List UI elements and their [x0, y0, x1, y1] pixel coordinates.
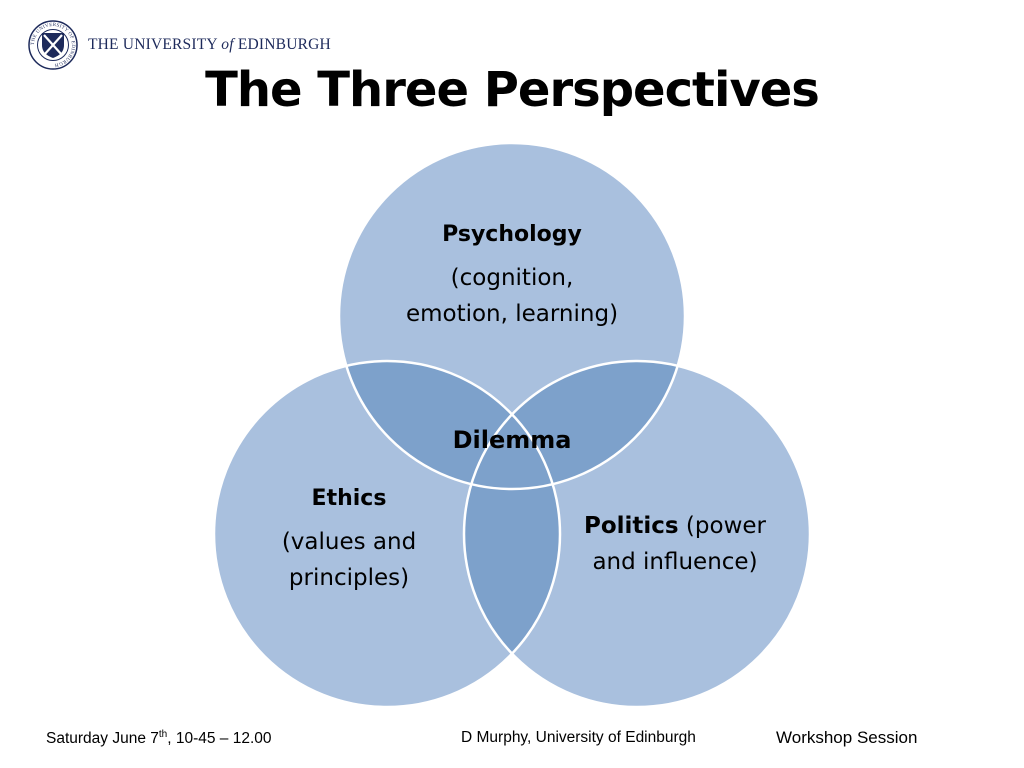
university-crest-icon: THE UNIVERSITY OF EDINBURGH: [28, 20, 78, 70]
ethics-description: (values and principles): [281, 529, 417, 591]
psychology-outline: [337, 141, 687, 491]
psychology-politics-overlap: [464, 361, 685, 489]
university-wordmark: THE UNIVERSITY of EDINBURGH: [88, 36, 331, 53]
psychology-ethics-overlap: [339, 361, 560, 489]
university-logo: THE UNIVERSITY OF EDINBURGH THE UNIVERSI…: [28, 20, 331, 70]
politics-heading: Politics: [583, 513, 679, 539]
politics-label: Politics (power and influence): [545, 509, 805, 580]
politics-description: and influence): [592, 548, 758, 575]
psychology-heading: Psychology: [442, 222, 582, 247]
psychology-label: Psychology (cognition, emotion, learning…: [362, 222, 662, 332]
psychology-description: (cognition, emotion, learning): [405, 265, 619, 327]
footer-date: Saturday June 7th, 10-45 – 12.00: [46, 729, 272, 748]
politics-outline: [462, 359, 812, 709]
center-label: Dilemma: [412, 426, 612, 454]
ethics-heading: Ethics: [311, 486, 387, 511]
ethics-label: Ethics (values and principles): [224, 486, 474, 596]
footer-session: Workshop Session: [776, 728, 918, 747]
dilemma-heading: Dilemma: [452, 426, 572, 454]
ethics-outline: [212, 359, 562, 709]
circle-outlines: [212, 141, 812, 709]
footer-author: D Murphy, University of Edinburgh: [461, 729, 696, 746]
slide-title: The Three Perspectives: [205, 62, 820, 118]
politics-description-inline: (power: [678, 513, 766, 539]
